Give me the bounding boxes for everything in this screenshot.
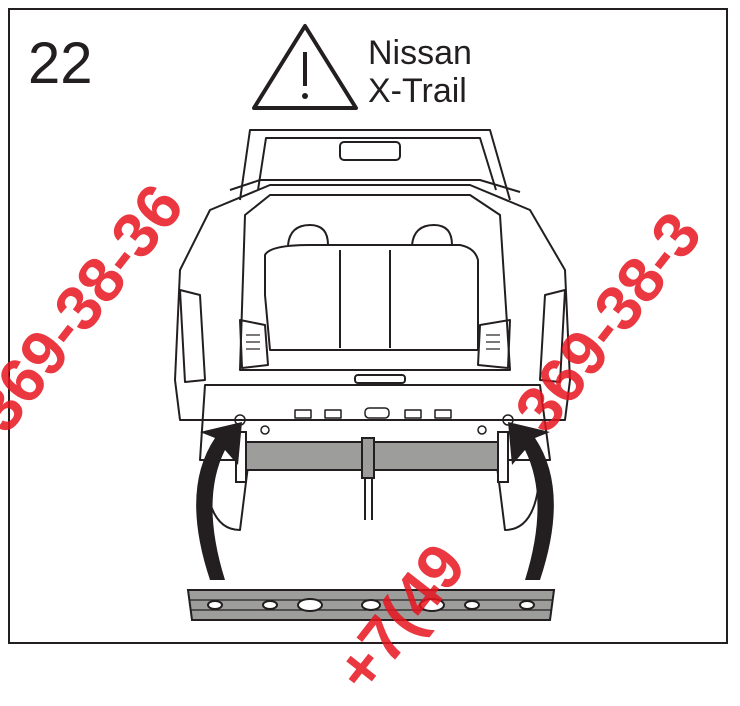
right-taillight: [539, 289, 566, 383]
vehicle-make: Nissan: [368, 34, 472, 72]
left-taillight: [179, 289, 206, 383]
rear-panel: [199, 384, 551, 461]
instruction-frame: [8, 8, 728, 644]
right-headrest: [411, 224, 453, 246]
left-headrest: [287, 224, 329, 246]
bumper-beam: [186, 589, 556, 621]
rear-seat: [264, 244, 479, 351]
vehicle-model: X-Trail: [368, 72, 467, 110]
vehicle-label: Nissan X-Trail: [368, 34, 472, 110]
tailgate: [239, 129, 511, 201]
left-arrow-icon: [196, 422, 242, 580]
center-bracket: [361, 437, 375, 479]
right-bracket: [497, 431, 509, 483]
step-number: 22: [28, 31, 93, 96]
car-rear-illustration: [174, 129, 571, 621]
right-arrow-icon: [508, 422, 554, 580]
warning-triangle-icon: [252, 24, 358, 110]
cargo-opening: [239, 194, 511, 371]
car-body: [174, 184, 571, 421]
